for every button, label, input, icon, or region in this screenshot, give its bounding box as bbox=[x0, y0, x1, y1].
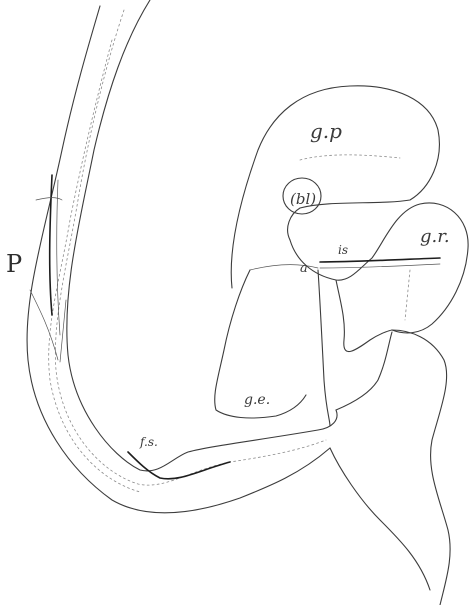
stalk-a-outline-left bbox=[318, 270, 330, 426]
label-gr: g.r. bbox=[420, 226, 450, 247]
fiber-streak-1 bbox=[50, 175, 52, 315]
lower-left-mass-outline bbox=[330, 448, 430, 590]
structure-gp-outline bbox=[231, 86, 439, 288]
label-is: is bbox=[338, 243, 348, 257]
structure-gr-inner-line bbox=[405, 270, 410, 320]
layer-is-line-2 bbox=[320, 264, 440, 268]
inner-body-wall-contour bbox=[67, 0, 337, 471]
label-fs: f.s. bbox=[139, 435, 158, 449]
fiber-streak-4 bbox=[30, 290, 58, 360]
label-p: P bbox=[6, 250, 22, 278]
wall-layer-faint-1 bbox=[55, 10, 326, 485]
structure-gp-inner-line bbox=[300, 155, 400, 160]
label-gp: g.p bbox=[310, 119, 342, 143]
label-bl: (bl) bbox=[290, 190, 316, 208]
lower-right-mass-outline bbox=[392, 330, 450, 605]
fiber-streak-5 bbox=[60, 300, 66, 362]
stalk-a-outline-right bbox=[336, 280, 392, 352]
wall-layer-faint-2 bbox=[49, 40, 140, 492]
label-ge: g.e. bbox=[244, 392, 270, 408]
label-a: a bbox=[300, 261, 308, 276]
fiber-streak-3 bbox=[36, 198, 62, 200]
layer-is-line bbox=[320, 258, 440, 262]
fiber-streak-2 bbox=[57, 180, 60, 335]
